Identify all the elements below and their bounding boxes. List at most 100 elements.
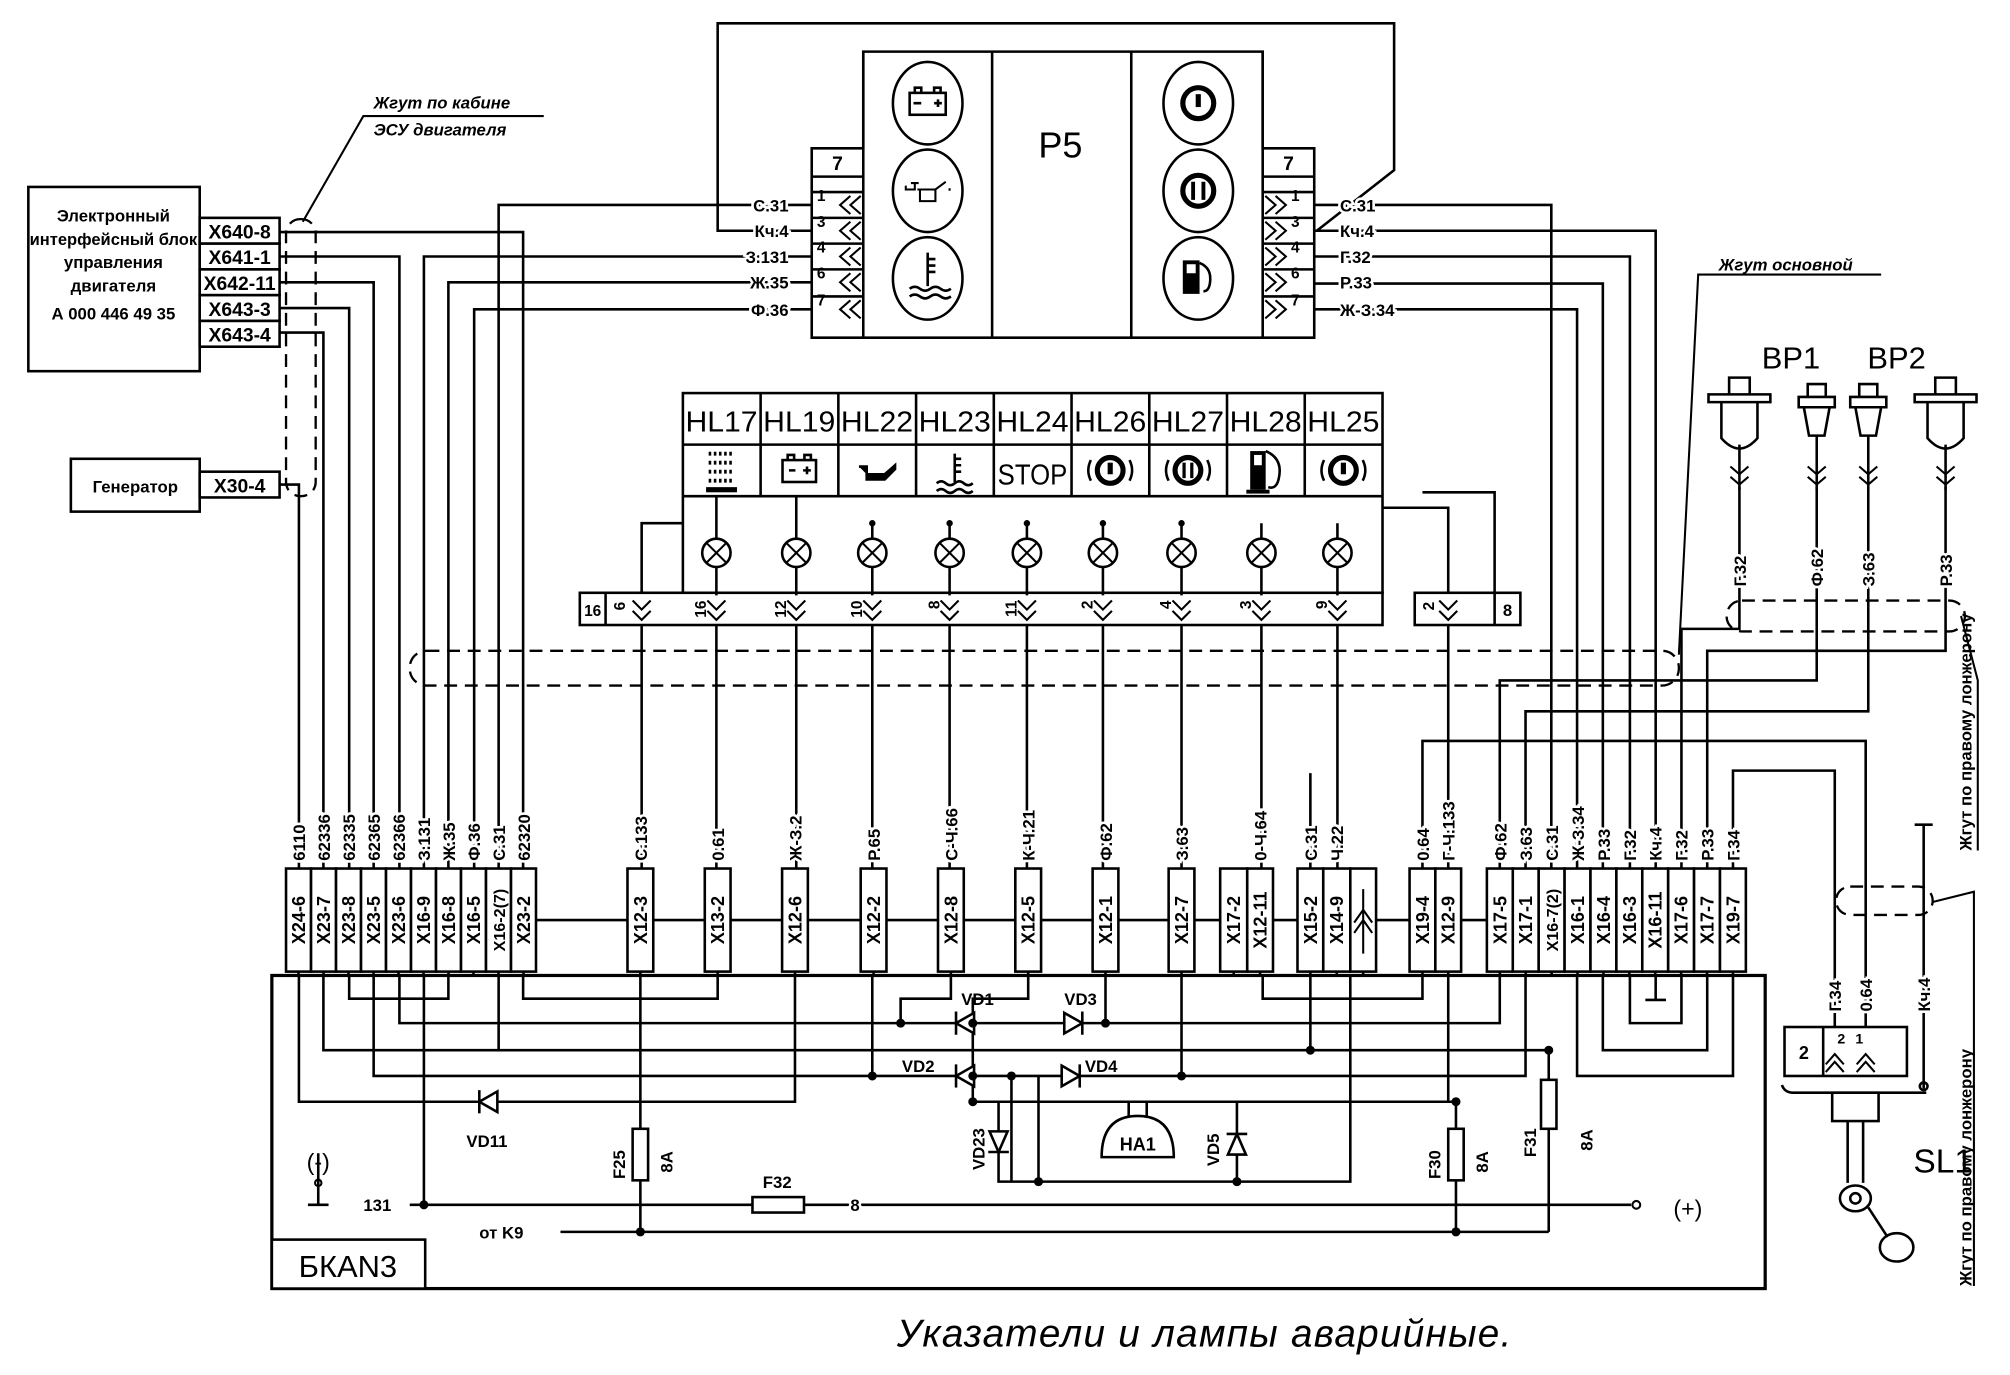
sl1-box-pin: 2 <box>1799 1043 1809 1063</box>
wire-label: 0-Ч.64 <box>1252 810 1271 861</box>
strip-pin: 6 <box>612 601 629 610</box>
block-label: БКАN3 <box>299 1249 397 1284</box>
lamp-bulb-icon <box>1011 537 1043 569</box>
diode-label: VD11 <box>466 1132 507 1151</box>
p5-pin-number: 1 <box>1291 188 1300 205</box>
connector-pin-label: X23-2 <box>514 896 534 944</box>
wire-label: 62336 <box>315 814 334 861</box>
connector-chevron-icon <box>1264 272 1288 293</box>
wire-label: С.31 <box>1543 825 1562 860</box>
junction-dots <box>419 520 1554 1237</box>
lamp-id: HL23 <box>919 407 991 439</box>
fuel-icon <box>1162 235 1235 321</box>
connector-pin-cell <box>1321 867 1352 973</box>
connector-pin-label: X19-7 <box>1723 896 1743 944</box>
ecu-line: интерфейсный блок <box>30 230 198 249</box>
pressure-sensor-icon <box>1707 376 1772 450</box>
generator-label: Генератор <box>93 477 178 496</box>
connector-pin-cell <box>359 867 388 973</box>
wire-label: 6110 <box>290 824 309 860</box>
wire-label: К-Ч.21 <box>1020 810 1039 861</box>
wire-label: Ж-З.34 <box>1569 806 1588 862</box>
lamp-pin: 12 <box>773 601 790 618</box>
lamp-pin: 2 <box>1080 601 1097 610</box>
wire-label: 62320 <box>515 814 534 861</box>
ecu-pin-cell <box>198 268 281 297</box>
wire-label: 62366 <box>390 814 409 861</box>
wire-label: Ж-З.2 <box>786 816 805 862</box>
wire-label: Г-Ч.133 <box>1440 801 1459 860</box>
lamp-pin: 10 <box>849 601 866 618</box>
ground-terminal-icon <box>313 1178 323 1188</box>
plus-terminal-icon <box>1631 1199 1642 1210</box>
connector-pin-label: X23-5 <box>364 896 384 944</box>
harness-label-cab-line2: ЭСУ двигателя <box>374 120 507 139</box>
coolant-temperature-icon <box>935 453 974 495</box>
wire-label: Кч.4 <box>1340 222 1375 241</box>
wire-131-label: 131 <box>363 1196 391 1215</box>
connector-pin-label: X23-8 <box>339 896 359 944</box>
lamp-pin: 8 <box>926 600 943 609</box>
fuse-rating: 8A <box>1578 1129 1597 1150</box>
lamp-pin: 4 <box>1158 600 1175 609</box>
brake-warning-icon <box>1087 454 1134 486</box>
wire-label: Р.33 <box>1937 554 1956 586</box>
wire-label: Ч.22 <box>1328 826 1347 861</box>
connector-arrow-icon <box>1353 889 1374 954</box>
harness-label-cab-line1: Жгут по кабине <box>373 93 511 112</box>
p5-pin-number: 4 <box>817 240 826 257</box>
lamp-id: HL24 <box>996 407 1068 439</box>
wire-label: Г.32 <box>1673 830 1692 861</box>
connector-chevron-icon <box>1264 195 1288 215</box>
parking-brake-icon <box>1164 454 1212 486</box>
aux-pin: 8 <box>1503 601 1512 620</box>
connector-pin-label: X15-2 <box>1301 896 1321 944</box>
lamp-id: HL25 <box>1307 407 1379 439</box>
wire-label: Г.32 <box>1731 556 1750 587</box>
aux-pin: 2 <box>1421 602 1438 611</box>
connector-pin-cell <box>509 867 538 973</box>
diagram-caption: Указатели и лампы аварийные. <box>896 1313 1513 1356</box>
wire-label: Г.32 <box>1340 248 1371 267</box>
connector-pin-label: X12-5 <box>1019 896 1039 944</box>
ecu-pin-label: X643-4 <box>209 326 272 347</box>
connector-pin-label: X12-3 <box>631 896 651 944</box>
connector-pin-label: X16-11 <box>1646 892 1666 949</box>
connector-pin-cell <box>780 867 810 973</box>
pressure-sensor-icon <box>1913 376 1978 450</box>
connector-pin-label: X12-7 <box>1172 896 1192 944</box>
wire-label: Ж-З.34 <box>1339 301 1395 320</box>
ecu-pin-label: X640-8 <box>209 222 272 243</box>
fuse-label: F32 <box>763 1173 792 1192</box>
wire-label: 62365 <box>365 814 384 861</box>
p5-gauge-cluster: P5 7 7 <box>810 50 1316 339</box>
sensor-bp2-label: BP2 <box>1867 341 1925 376</box>
brake-warning-icon <box>1162 60 1235 146</box>
connector-pin-cell <box>1014 867 1043 973</box>
ecu-part-number: А 000 446 49 35 <box>51 305 175 324</box>
lamp-id: HL19 <box>763 407 835 439</box>
connector-pin-cell <box>936 867 966 973</box>
lamp-pin: 9 <box>1314 600 1331 609</box>
p5-pin-number: 7 <box>817 292 826 309</box>
ecu-pin-label: X642-11 <box>204 274 276 295</box>
connector-chevron-icon <box>1327 599 1348 622</box>
stop-text-icon: STOP <box>998 460 1068 492</box>
wire-label: Г.34 <box>1724 829 1743 860</box>
ecu-line: Электронный <box>57 207 170 226</box>
block-components: VD1 VD2 VD3 VD4 VD5 VD11 VD23 HA1 F25 8A… <box>307 520 1702 1242</box>
connector-pin-cell <box>1640 867 1670 973</box>
wire-label: 0.61 <box>709 828 728 861</box>
brake-warning-icon <box>1320 454 1367 486</box>
diode-label: VD5 <box>1204 1134 1223 1167</box>
connector-pin-label: X17-7 <box>1697 896 1717 944</box>
battery-icon <box>891 60 964 146</box>
connector-chevron-icon <box>786 599 807 622</box>
fuse-f31-icon <box>1539 1078 1558 1131</box>
fuse-rating: 8A <box>1473 1151 1492 1172</box>
oil-can-icon <box>891 148 964 234</box>
air-filter-icon <box>706 451 737 493</box>
wire-label: Г.32 <box>1621 830 1640 861</box>
